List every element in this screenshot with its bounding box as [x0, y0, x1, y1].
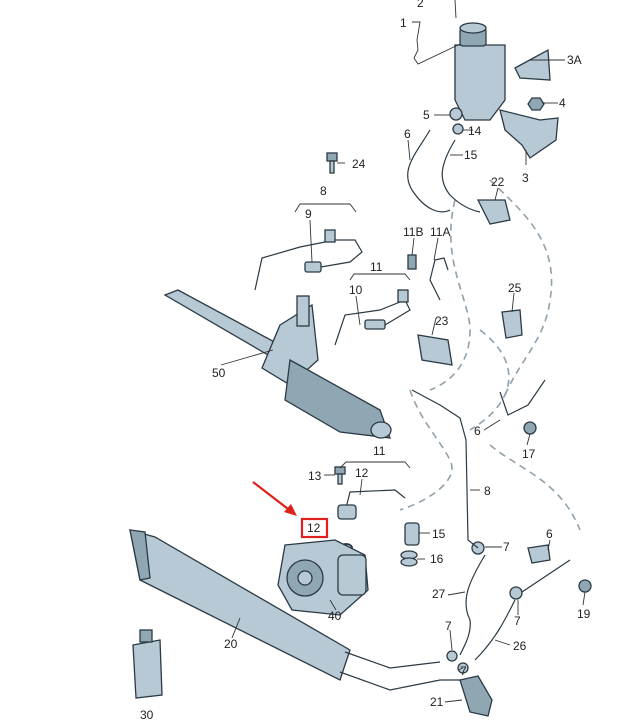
bolt-24	[326, 152, 338, 174]
highlight-arrow	[252, 481, 297, 516]
label-2: 2	[417, 0, 424, 10]
label-1: 1	[400, 16, 407, 30]
label-4: 4	[559, 96, 566, 110]
label-6-top: 6	[404, 127, 411, 141]
label-11b: 11B	[403, 225, 423, 239]
pressure-line-9	[254, 229, 363, 291]
highlight-box	[300, 517, 329, 539]
label-40: 40	[328, 609, 342, 623]
bolt-11b	[407, 254, 417, 270]
label-6-low: 6	[546, 527, 553, 541]
label-25: 25	[508, 281, 522, 295]
pipe-8	[411, 389, 479, 549]
power-steering-pump	[277, 539, 369, 616]
label-5: 5	[423, 108, 430, 122]
label-7-b: 7	[514, 614, 521, 628]
label-6-mid: 6	[474, 424, 481, 438]
label-7-c: 7	[445, 619, 452, 633]
hose-6-mid	[499, 379, 546, 435]
leader-lines	[220, 0, 586, 703]
label-8-top: 8	[320, 184, 327, 198]
oil-cooler	[129, 529, 351, 681]
hoses-lower	[446, 541, 523, 674]
bracket-3a	[514, 48, 551, 81]
routing-lines	[399, 179, 581, 531]
label-24: 24	[352, 157, 366, 171]
label-22: 22	[491, 175, 505, 189]
line-10-11	[334, 289, 411, 346]
label-23: 23	[435, 314, 449, 328]
fluid-bottle	[132, 629, 163, 699]
bracket-21	[459, 675, 493, 717]
label-26: 26	[513, 639, 527, 653]
cooler-lines	[339, 651, 470, 691]
spring-16	[400, 550, 418, 567]
label-3: 3	[522, 171, 529, 185]
bolt-13	[334, 466, 346, 485]
label-11a: 11A	[430, 225, 450, 239]
label-9: 9	[305, 207, 312, 221]
hose-6-right	[521, 544, 592, 593]
label-7-d: 7	[460, 664, 467, 678]
label-11-mid: 11	[373, 444, 386, 458]
label-17: 17	[522, 447, 536, 461]
hoses-upper	[407, 107, 481, 213]
label-14: 14	[468, 124, 482, 138]
clip-25	[501, 309, 523, 339]
nut-4	[527, 97, 545, 111]
label-12-mid: 12	[355, 466, 369, 480]
hook-11a	[429, 257, 449, 301]
reservoir	[454, 22, 506, 121]
sleeve-15	[404, 522, 420, 546]
label-7-a: 7	[503, 540, 510, 554]
label-8-mid: 8	[484, 484, 491, 498]
label-27: 27	[432, 587, 446, 601]
part-labels: 1 2 3A 4 5 14 6 15 24 3 22 8 9 11B 11A 1…	[140, 0, 591, 722]
label-30: 30	[140, 708, 154, 722]
label-3a: 3A	[567, 53, 582, 67]
label-15-top: 15	[464, 148, 478, 162]
line-12	[337, 489, 406, 520]
label-50: 50	[212, 366, 226, 380]
clip-22	[476, 199, 511, 225]
label-16: 16	[430, 552, 444, 566]
label-20: 20	[224, 637, 238, 651]
label-21: 21	[430, 695, 444, 709]
label-10: 10	[349, 283, 363, 297]
label-19: 19	[577, 607, 591, 621]
steering-rack	[163, 289, 392, 439]
bracket-3	[499, 109, 559, 159]
label-15-mid: 15	[432, 527, 446, 541]
clamp-23	[417, 334, 453, 366]
label-13: 13	[308, 469, 322, 483]
label-12-highlighted: 12	[307, 521, 321, 535]
label-11-top: 11	[370, 260, 383, 274]
